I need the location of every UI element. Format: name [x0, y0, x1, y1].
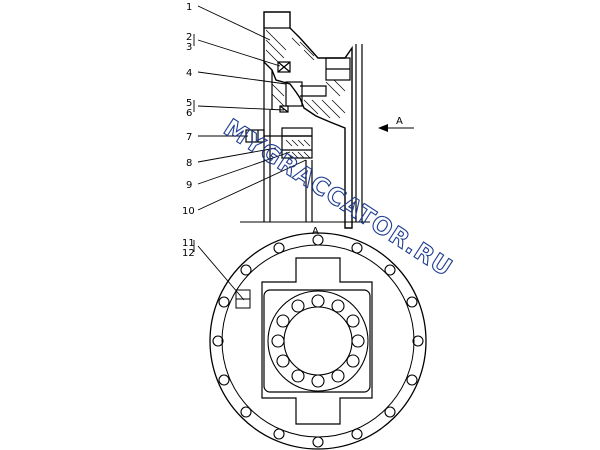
callout-5: 5 [186, 98, 192, 109]
callout-2: 2 [186, 32, 192, 43]
section-view [240, 11, 370, 229]
callout-3: 3 [186, 42, 192, 53]
callout-7: 7 [186, 132, 192, 143]
callout-6: 6 [186, 108, 192, 119]
plan-view [209, 232, 427, 450]
callout-9: 9 [186, 180, 192, 191]
section-hatching [265, 29, 346, 159]
flange-bolt-holes [212, 234, 424, 448]
section-label: A [312, 226, 319, 237]
watermark-text: MYGRACCATOR.RU [219, 114, 458, 283]
callout-8: 8 [186, 158, 192, 169]
callout-11: 11 [182, 238, 195, 249]
view-arrow-a [378, 124, 414, 132]
callout-labels: 1 2 3 4 5 6 7 8 9 10 11 12 [182, 2, 195, 259]
callout-1: 1 [186, 2, 192, 13]
hub-bolt-holes [271, 294, 365, 388]
callout-12: 12 [182, 248, 195, 259]
callout-10: 10 [182, 206, 195, 217]
callout-4: 4 [186, 68, 192, 79]
view-arrow-label: A [396, 116, 403, 127]
